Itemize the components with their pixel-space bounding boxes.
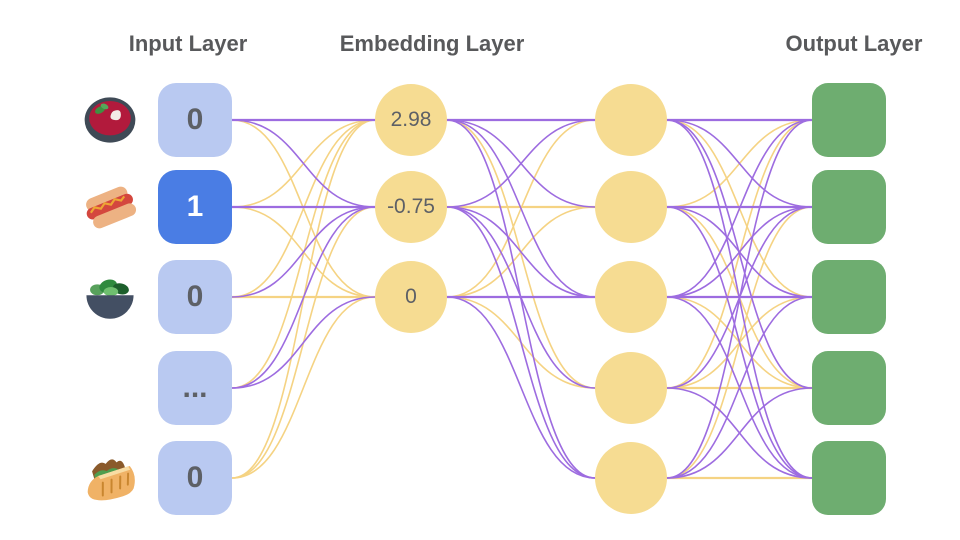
input-value: 0 [186, 461, 204, 494]
hidden-node-2 [595, 171, 667, 243]
pita-icon [81, 449, 139, 507]
embedding-value: 2.98 [390, 108, 432, 131]
output-node-3 [812, 260, 886, 334]
input-value: 1 [186, 190, 204, 223]
embedding-node-2: -0.75 [375, 171, 447, 243]
input-node-hotdog-active: 1 [158, 170, 232, 244]
embedding-value: 0 [405, 285, 417, 308]
input-value: 0 [186, 103, 204, 136]
output-node-4 [812, 351, 886, 425]
input-node-ellipsis: ... [158, 351, 232, 425]
hidden-node-1 [595, 84, 667, 156]
hidden-node-5 [595, 442, 667, 514]
salad-icon [81, 268, 139, 326]
hidden-node-3 [595, 261, 667, 333]
input-node-pita: 0 [158, 441, 232, 515]
input-value: ... [182, 371, 208, 404]
output-node-1 [812, 83, 886, 157]
embedding-node-3: 0 [375, 261, 447, 333]
hot-dog-icon [81, 178, 139, 236]
embedding-node-1: 2.98 [375, 84, 447, 156]
input-node-soup: 0 [158, 83, 232, 157]
embedding-layer-heading: Embedding Layer [339, 31, 525, 56]
output-node-2 [812, 170, 886, 244]
output-layer-heading: Output Layer [785, 31, 923, 56]
input-node-salad: 0 [158, 260, 232, 334]
embedding-value: -0.75 [387, 195, 435, 218]
soup-bowl-icon [81, 91, 139, 149]
hidden-node-4 [595, 352, 667, 424]
output-node-5 [812, 441, 886, 515]
input-layer-heading: Input Layer [128, 31, 248, 56]
input-value: 0 [186, 280, 204, 313]
